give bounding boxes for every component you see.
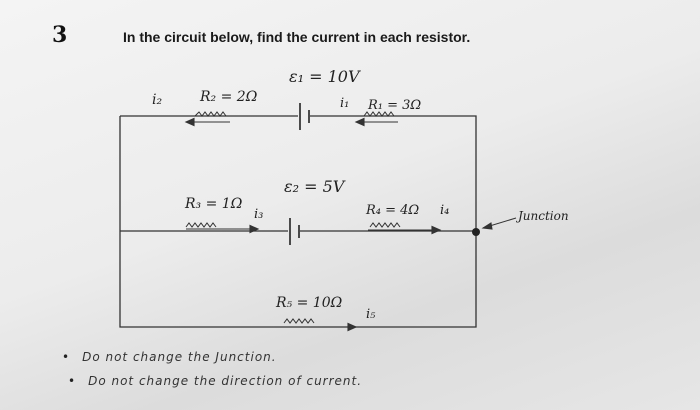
r5-label: R₅ = 10Ω <box>275 295 343 311</box>
i1-label: i₁ <box>340 96 349 111</box>
i5-label: i₅ <box>366 307 376 322</box>
note-2-text: Do not change the direction of current. <box>88 374 363 388</box>
junction-label: Junction <box>515 209 569 223</box>
i3-label: i₃ <box>254 207 263 222</box>
note-1-text: Do not change the Junction. <box>82 350 277 364</box>
emf1-label: ε₁ = 10V <box>289 67 361 86</box>
r4-label: R₄ = 4Ω <box>365 203 419 218</box>
resistor-r5 <box>283 318 315 324</box>
top-wire-right <box>310 115 477 233</box>
arrow-i3 <box>186 224 260 234</box>
junction-pointer <box>481 217 517 230</box>
problem-number: 3 <box>52 22 68 48</box>
r3-label: R₃ = 1Ω <box>184 196 243 212</box>
note-2: •Do not change the direction of current. <box>68 374 363 388</box>
note-1: •Do not change the Junction. <box>62 350 277 364</box>
battery-emf1 <box>299 103 310 130</box>
r1-label: R₁ = 3Ω <box>367 98 421 113</box>
emf2-label: ε₂ = 5V <box>284 177 346 196</box>
r2-label: R₂ = 2Ω <box>199 89 258 105</box>
i4-label: i₄ <box>440 203 449 218</box>
arrow-i1 <box>354 117 398 127</box>
problem-question: In the circuit below, find the current i… <box>123 29 471 45</box>
arrow-i4 <box>368 225 442 235</box>
i2-label: i₂ <box>152 92 162 108</box>
resistor-r1 <box>363 111 395 117</box>
arrow-i5 <box>282 322 358 332</box>
resistor-r4 <box>369 222 401 228</box>
battery-emf2 <box>289 218 300 245</box>
resistor-r3 <box>185 222 217 228</box>
arrow-i2 <box>184 117 230 127</box>
junction-node <box>472 228 480 236</box>
resistor-r2 <box>194 111 227 117</box>
